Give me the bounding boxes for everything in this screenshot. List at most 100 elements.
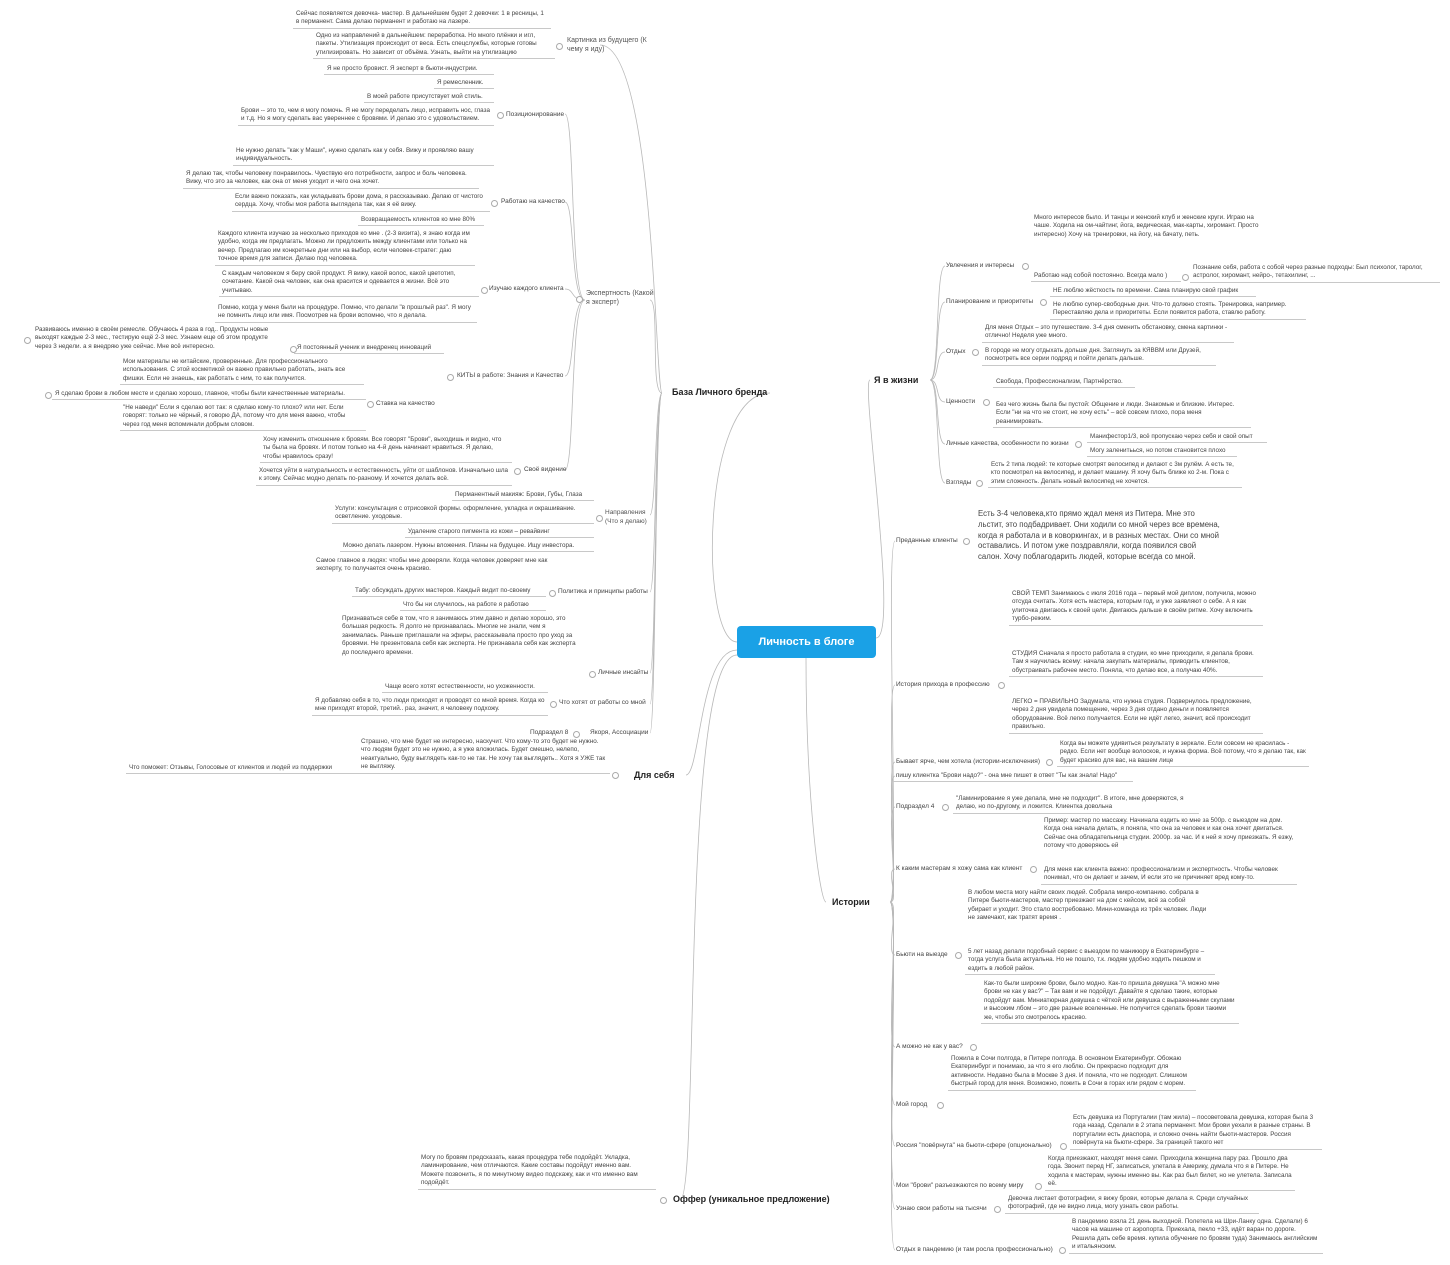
topic-life[interactable]: Я в жизни <box>874 375 918 385</box>
branch-city[interactable]: Мой город <box>896 1101 928 1108</box>
collapse-toggle-icon[interactable] <box>1059 1247 1066 1254</box>
branch-recognize[interactable]: Узнаю свои работы на тысячи <box>896 1205 987 1212</box>
branch-sub4[interactable]: Подраздел 4 <box>896 803 935 810</box>
vision-item-2: Хочется уйти в натуральность и естествен… <box>256 467 512 486</box>
collapse-toggle-icon[interactable] <box>942 804 949 811</box>
views-text: Есть 2 типа людей: те которые смотрят ве… <box>988 461 1242 489</box>
positioning-item-2: В моей работе присутствует мой стиль. <box>364 93 494 104</box>
topic-stories-label: Истории <box>832 897 870 907</box>
insights-text: Признаваться себе в том, что я занимаюсь… <box>342 615 576 656</box>
branch-masters[interactable]: К каким мастерам я хожу сама как клиент <box>896 865 1023 872</box>
collapse-toggle-icon[interactable] <box>290 346 297 353</box>
future-item-1: Сейчас появляется девочка- мастер. В дал… <box>293 10 551 29</box>
branch-positioning[interactable]: Позиционирование <box>506 111 565 118</box>
collapse-toggle-icon[interactable] <box>573 731 580 738</box>
branch-future[interactable]: Картинка из будущего (К чему я иду) <box>567 37 647 53</box>
recognize-text: Девочка листает фотографии, я вижу брови… <box>1005 1195 1259 1214</box>
collapse-toggle-icon[interactable] <box>45 392 52 399</box>
forme-help: Что поможет: Отзывы, Голосовые от клиент… <box>126 764 398 775</box>
branch-kits[interactable]: КИТЫ в работе: Знания и Качество <box>457 372 564 379</box>
collapse-toggle-icon[interactable] <box>576 296 583 303</box>
branch-traits[interactable]: Личные качества, особенности по жизни <box>946 440 1069 447</box>
topic-forme[interactable]: Для себя <box>634 770 674 780</box>
branch-anchors[interactable]: Якоря, Ассоциации <box>590 729 649 736</box>
topic-offer[interactable]: Оффер (уникальное предложение) <box>673 1194 830 1204</box>
collapse-toggle-icon[interactable] <box>1060 1143 1067 1150</box>
branch-planning[interactable]: Планирование и приоритеты <box>946 298 1034 305</box>
collapse-toggle-icon[interactable] <box>955 952 962 959</box>
collapse-toggle-icon[interactable] <box>550 701 557 708</box>
anchors-sub[interactable]: Подраздел 8 <box>530 729 569 736</box>
collapse-toggle-icon[interactable] <box>497 112 504 119</box>
collapse-toggle-icon[interactable] <box>596 515 603 522</box>
collapse-toggle-icon[interactable] <box>1182 274 1189 281</box>
branch-rest[interactable]: Отдых <box>946 348 966 355</box>
collapse-toggle-icon[interactable] <box>1022 263 1029 270</box>
topic-forme-label: Для себя <box>634 770 675 780</box>
kits-stake[interactable]: Ставка на качество <box>376 400 435 407</box>
branch-maybrows[interactable]: А можно не как у вас? <box>896 1043 963 1050</box>
collapse-toggle-icon[interactable] <box>994 1206 1001 1213</box>
collapse-toggle-icon[interactable] <box>998 682 1005 689</box>
branch-values[interactable]: Ценности <box>946 398 976 405</box>
collapse-toggle-icon[interactable] <box>983 399 990 406</box>
collapse-toggle-icon[interactable] <box>589 671 596 678</box>
branch-directions[interactable]: Направления (Что я делаю) <box>605 509 647 525</box>
directions-item-2: Услуги: консультация с отрисовкой формы.… <box>332 505 594 524</box>
collapse-toggle-icon[interactable] <box>1035 1183 1042 1190</box>
collapse-toggle-icon[interactable] <box>556 43 563 50</box>
collapse-toggle-icon[interactable] <box>491 200 498 207</box>
policy-item-1: Самое главное в людях: чтобы мне доверял… <box>316 557 548 573</box>
collapse-toggle-icon[interactable] <box>1075 441 1082 448</box>
city-text: Пожила в Сочи полгода, в Питере полгода.… <box>948 1055 1196 1091</box>
sub4-text: "Ламинирование я уже делала, мне не подх… <box>953 795 1199 814</box>
branch-brighter[interactable]: Бывает ярче, чем хотела (истории-исключе… <box>896 758 1040 765</box>
collapse-toggle-icon[interactable] <box>1030 866 1037 873</box>
branch-vision[interactable]: Своё видение <box>524 466 567 473</box>
collapse-toggle-icon[interactable] <box>963 538 970 545</box>
branch-history[interactable]: История прихода в профессию <box>896 681 990 688</box>
branch-wants[interactable]: Что хотят от работы со мной <box>559 699 646 706</box>
onsite-item-2: 5 лет назад делали подобный сервис с вые… <box>965 948 1215 976</box>
collapse-toggle-icon[interactable] <box>1040 299 1047 306</box>
quality-item-2: Если важно показать, как укладывать бров… <box>232 193 490 212</box>
topic-stories[interactable]: Истории <box>832 897 870 907</box>
branch-onsite[interactable]: Бьюти на выезде <box>896 951 948 958</box>
collapse-toggle-icon[interactable] <box>367 401 374 408</box>
branch-insights[interactable]: Личные инсайты <box>598 669 649 676</box>
branch-hobby[interactable]: Увлечения и интересы <box>946 262 1015 269</box>
branch-russia[interactable]: Россия "повёрнута" на бьюти-сфере (опцио… <box>896 1142 1052 1149</box>
values-item-1: Свобода, Профессионализм, Партнёрство. <box>993 378 1135 389</box>
wants-item-2: Я добавляю себя в то, что люди приходят … <box>312 697 548 716</box>
topic-offer-label: Оффер (уникальное предложение) <box>673 1194 830 1204</box>
collapse-toggle-icon[interactable] <box>1046 759 1053 766</box>
collapse-toggle-icon[interactable] <box>24 337 31 344</box>
branch-pandemic[interactable]: Отдых в пандемию (и там росла профессион… <box>896 1246 1053 1253</box>
root-node[interactable]: Личность в блоге <box>737 626 876 658</box>
collapse-toggle-icon[interactable] <box>481 287 488 294</box>
collapse-toggle-icon[interactable] <box>549 590 556 597</box>
collapse-toggle-icon[interactable] <box>514 468 521 475</box>
branch-views[interactable]: Взгляды <box>946 479 972 486</box>
collapse-toggle-icon[interactable] <box>660 1197 667 1204</box>
branch-quality[interactable]: Работаю на качество <box>501 198 565 205</box>
stake-item-2: "Не наведи" Если я сделаю вот так: я сде… <box>120 404 366 432</box>
branch-loyal[interactable]: Преданные клиенты <box>896 537 958 544</box>
collapse-toggle-icon[interactable] <box>447 374 454 381</box>
offer-text: Могу по бровям предсказать, какая процед… <box>418 1154 656 1190</box>
maybrows-text: Как-то были широкие брови, было модно. К… <box>981 980 1239 1025</box>
branch-policy[interactable]: Политика и принципы работы <box>558 588 648 595</box>
planning-item-2: Не люблю супер-свободные дни. Что-то дол… <box>1050 301 1306 320</box>
branch-world[interactable]: Мои "брови" разъезжаются по всему миру <box>896 1182 1024 1189</box>
branch-study[interactable]: Изучаю каждого клиента <box>489 285 564 292</box>
collapse-toggle-icon[interactable] <box>970 1044 977 1051</box>
topic-base[interactable]: База Личного бренда <box>672 387 767 397</box>
study-item-2: С каждым человеком я беру свой продукт. … <box>219 270 479 298</box>
stories-letter: пишу клиентка "Брови надо?" - она мне пи… <box>893 772 1133 783</box>
collapse-toggle-icon[interactable] <box>976 480 983 487</box>
collapse-toggle-icon[interactable] <box>937 1102 944 1109</box>
policy-item-2: Табу: обсуждать других мастеров. Каждый … <box>352 587 546 598</box>
collapse-toggle-icon[interactable] <box>972 349 979 356</box>
collapse-toggle-icon[interactable] <box>612 772 619 779</box>
branch-expertise[interactable]: Экспертность (Какой я эксперт) <box>586 290 654 306</box>
